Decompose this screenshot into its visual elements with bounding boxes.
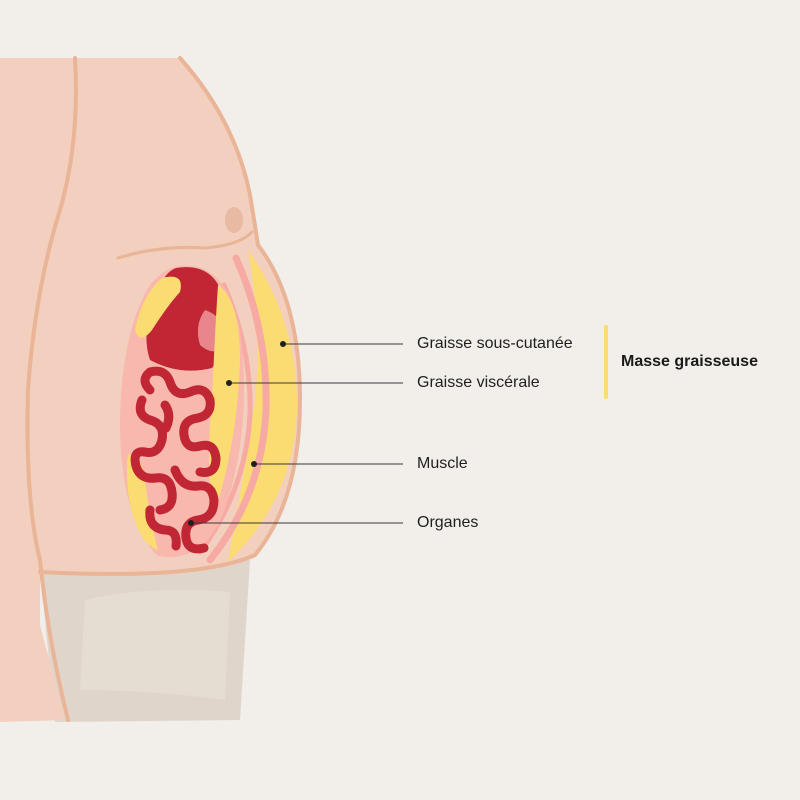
leader-lines (191, 343, 403, 524)
visceral-fat-top (135, 276, 181, 338)
underwear-fold (80, 589, 230, 700)
dot-visceral-fat (226, 380, 232, 386)
belly-outline (38, 56, 303, 576)
dot-muscle (251, 461, 257, 467)
subcutaneous-fat-layer (228, 250, 298, 562)
intestines (130, 366, 221, 554)
label-fat-mass: Masse graisseuse (621, 353, 758, 370)
label-visceral-fat: Graisse viscérale (417, 374, 540, 391)
label-organs: Organes (417, 514, 479, 531)
fat-mass-bracket (604, 325, 608, 399)
navel (225, 207, 243, 233)
label-muscle: Muscle (417, 455, 468, 472)
label-subcutaneous-fat: Graisse sous-cutanée (417, 335, 573, 352)
arm-outline (25, 56, 78, 722)
skin-fold-line (116, 230, 254, 260)
muscle-layer-outer (206, 254, 270, 564)
dot-subcutaneous-fat (280, 341, 286, 347)
dot-organs (188, 520, 194, 526)
leader-dots (188, 341, 286, 526)
